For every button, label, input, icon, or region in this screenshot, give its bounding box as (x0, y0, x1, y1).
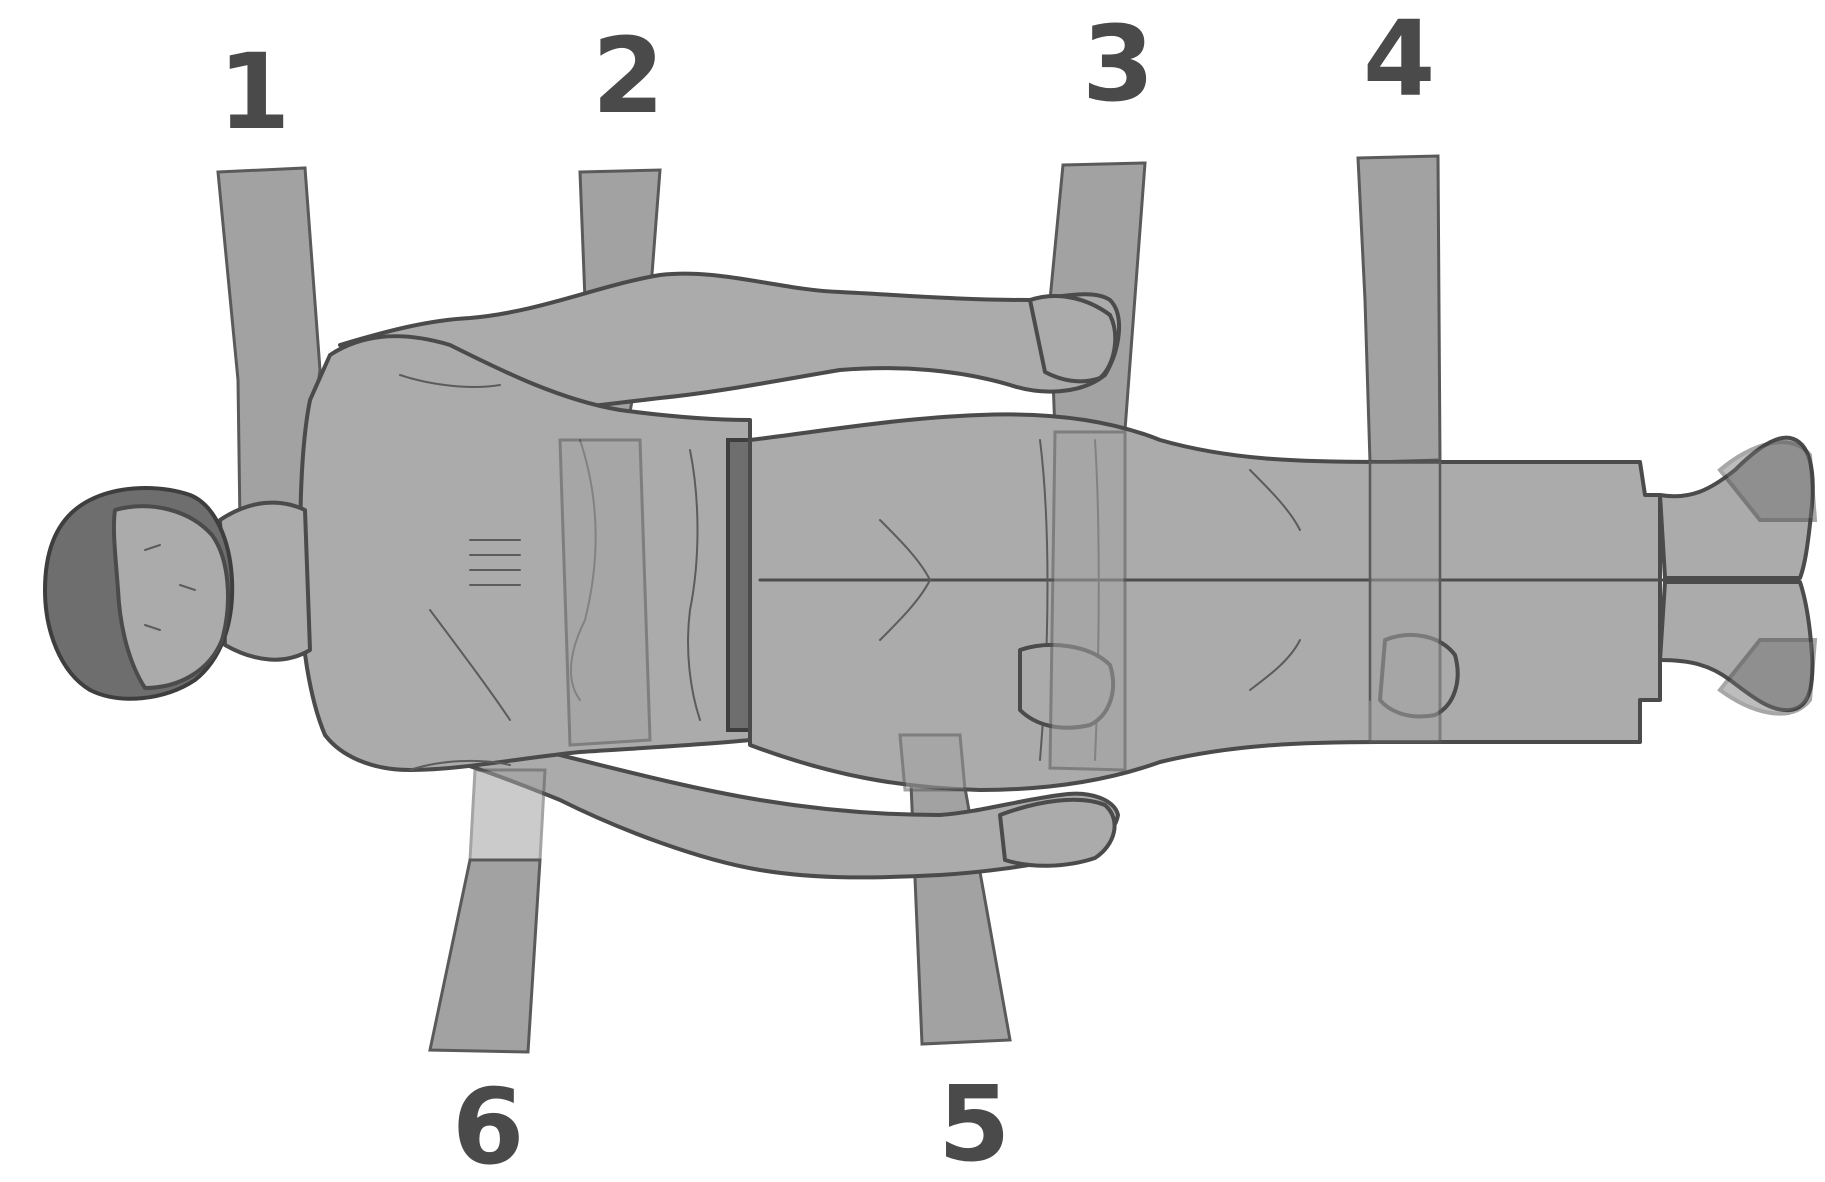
strap-label-6: 6 (452, 1066, 524, 1182)
face (114, 506, 228, 688)
strap-label-5: 5 (938, 1063, 1010, 1182)
strap-4 (1358, 156, 1440, 462)
strap-5-over (900, 735, 965, 790)
strap-label-1: 1 (218, 31, 290, 153)
strap-6-over (470, 770, 545, 860)
hand-bottom (1000, 800, 1115, 866)
torso (300, 336, 750, 770)
strap-3-over (1050, 432, 1125, 770)
hand-top (1030, 296, 1115, 381)
strap-label-3: 3 (1082, 3, 1154, 125)
strap-label-4: 4 (1363, 0, 1435, 120)
legs (750, 414, 1660, 790)
strap-4-over (1370, 462, 1440, 742)
strap-2-over (560, 440, 650, 745)
strap-6 (430, 860, 540, 1052)
strap-5 (910, 760, 1010, 1044)
strap-label-2: 2 (592, 15, 664, 137)
